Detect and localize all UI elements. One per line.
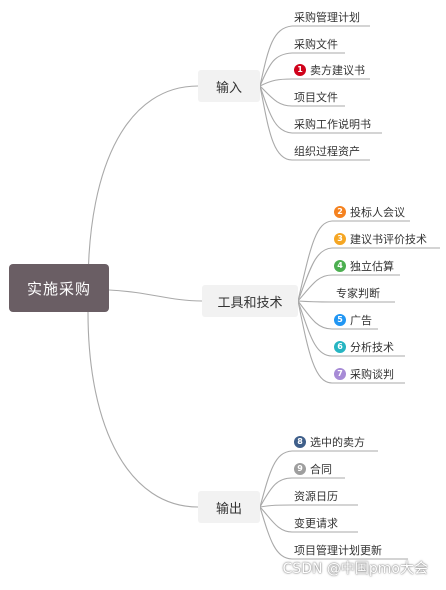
branch-tools-techniques[interactable]: 工具和技术 xyxy=(202,285,298,317)
number-badge-icon: 3 xyxy=(334,233,346,245)
leaf-node[interactable]: 9 合同 xyxy=(294,459,332,479)
leaf-node[interactable]: 资源日历 xyxy=(294,486,338,506)
leaf-label: 采购文件 xyxy=(294,38,338,51)
leaf-node[interactable]: 采购工作说明书 xyxy=(294,114,371,134)
number-badge-icon: 8 xyxy=(294,436,306,448)
number-badge-icon: 6 xyxy=(334,341,346,353)
leaf-label: 专家判断 xyxy=(336,287,380,300)
root-node[interactable]: 实施采购 xyxy=(9,264,109,312)
leaf-label: 独立估算 xyxy=(350,260,394,273)
leaf-label: 建议书评价技术 xyxy=(350,233,427,246)
connector-root-input xyxy=(87,85,199,289)
leaf-node[interactable]: 8 选中的卖方 xyxy=(294,432,365,452)
leaf-label: 选中的卖方 xyxy=(310,436,365,449)
leaf-label: 项目管理计划更新 xyxy=(294,544,382,557)
leaf-node[interactable]: 4 独立估算 xyxy=(334,256,394,276)
leaf-node[interactable]: 采购管理计划 xyxy=(294,7,360,27)
watermark-text: CSDN @中国pmo大会 xyxy=(282,561,428,577)
leaf-node[interactable]: 采购文件 xyxy=(294,34,338,54)
leaf-label: 采购工作说明书 xyxy=(294,118,371,131)
leaf-label: 采购谈判 xyxy=(350,368,394,381)
leaf-node[interactable]: 组织过程资产 xyxy=(294,141,360,161)
leaf-label: 合同 xyxy=(310,463,332,476)
leaf-node[interactable]: 1 卖方建议书 xyxy=(294,60,365,80)
leaf-label: 分析技术 xyxy=(350,341,394,354)
leaf-node[interactable]: 项目管理计划更新 xyxy=(294,540,382,560)
leaf-node[interactable]: 7 采购谈判 xyxy=(334,364,394,384)
leaf-label: 广告 xyxy=(350,314,372,327)
leaf-label: 项目文件 xyxy=(294,91,338,104)
root-label: 实施采购 xyxy=(26,279,91,298)
leaf-label: 组织过程资产 xyxy=(294,145,360,158)
branch-label: 工具和技术 xyxy=(217,295,283,311)
leaf-node[interactable]: 3 建议书评价技术 xyxy=(334,229,427,249)
leaf-node[interactable]: 5 广告 xyxy=(334,310,372,330)
branch-input[interactable]: 输入 xyxy=(198,70,260,102)
number-badge-icon: 7 xyxy=(334,368,346,380)
leaf-node[interactable]: 6 分析技术 xyxy=(334,337,394,357)
connector-root-tools xyxy=(108,289,203,302)
number-badge-icon: 4 xyxy=(334,260,346,272)
number-badge-icon: 2 xyxy=(334,206,346,218)
number-badge-icon: 1 xyxy=(294,64,306,76)
leaf-label: 变更请求 xyxy=(294,517,338,530)
leaf-label: 资源日历 xyxy=(294,490,338,503)
branch-output[interactable]: 输出 xyxy=(198,491,260,523)
connector-root-output xyxy=(87,311,199,508)
number-badge-icon: 5 xyxy=(334,314,346,326)
leaf-node[interactable]: 专家判断 xyxy=(336,283,380,303)
leaf-label: 投标人会议 xyxy=(350,206,405,219)
branch-label: 输入 xyxy=(215,80,242,96)
number-badge-icon: 9 xyxy=(294,463,306,475)
branch-label: 输出 xyxy=(215,501,242,517)
leaf-label: 采购管理计划 xyxy=(294,11,360,24)
leaf-node[interactable]: 变更请求 xyxy=(294,513,338,533)
leaf-label: 卖方建议书 xyxy=(310,64,365,77)
leaf-node[interactable]: 2 投标人会议 xyxy=(334,202,405,222)
leaf-node[interactable]: 项目文件 xyxy=(294,87,338,107)
